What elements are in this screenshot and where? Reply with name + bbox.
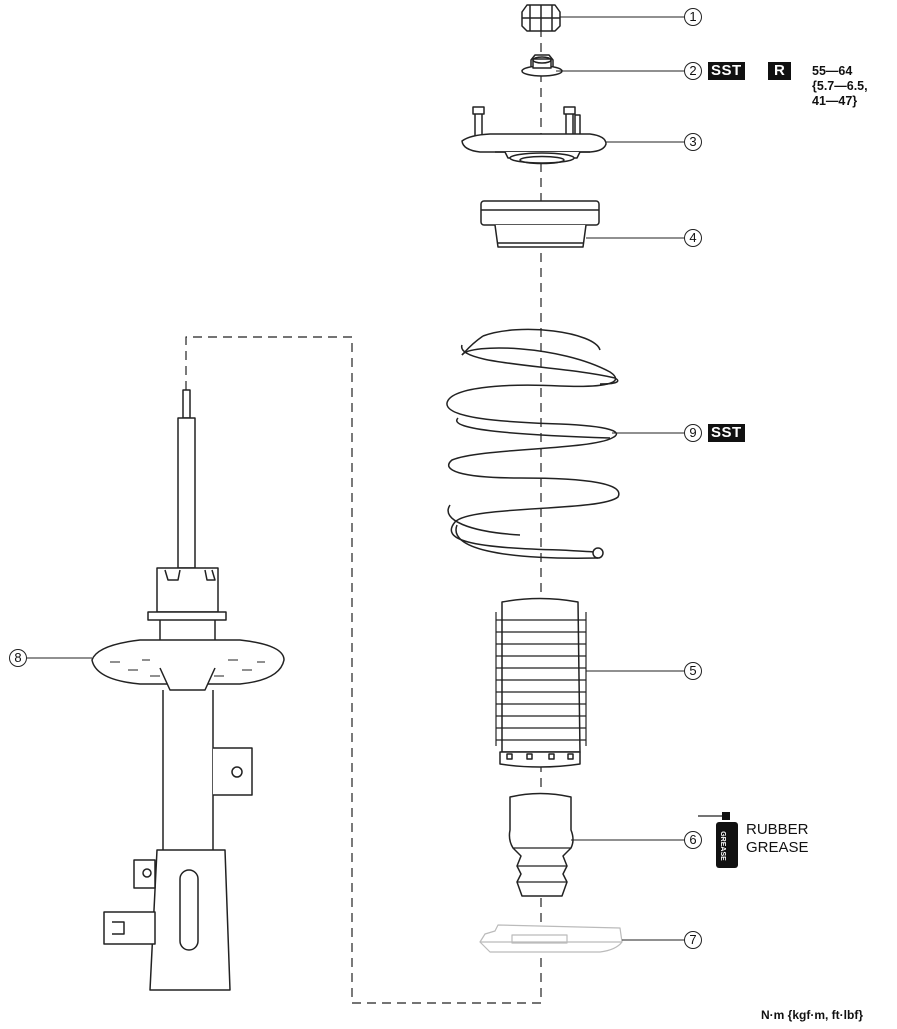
part-3-mount-plate	[461, 106, 607, 165]
part-1-cap-nut	[521, 4, 561, 32]
callout-5: 5	[684, 662, 702, 680]
part-2-flange-nut	[521, 54, 563, 77]
callout-7: 7	[684, 931, 702, 949]
callout-4: 4	[684, 229, 702, 247]
grease-can-icon	[698, 812, 738, 868]
sst-badge-2: SST	[708, 62, 745, 80]
callout-6: 6	[684, 831, 702, 849]
grease-can-label: GREASE	[719, 831, 726, 861]
part-8-shock-absorber	[91, 389, 285, 991]
grease-label-line-1: RUBBER	[746, 821, 809, 838]
part-5-dust-boot	[495, 597, 587, 768]
callout-9: 9	[684, 424, 702, 442]
torque-spec-line-1: 55—64	[812, 64, 853, 78]
torque-spec-line-2: {5.7—6.5,	[812, 79, 868, 93]
grease-label-line-2: GREASE	[746, 839, 809, 856]
r-badge-2: R	[768, 62, 792, 80]
sst-badge-9: SST	[708, 424, 745, 442]
part-6-bump-stop	[508, 792, 574, 897]
callout-3: 3	[684, 133, 702, 151]
callout-8: 8	[9, 649, 27, 667]
part-4-spring-seat	[480, 200, 600, 248]
assembly-path-line	[185, 336, 541, 1004]
torque-spec-line-3: 41—47}	[812, 94, 858, 108]
torque-units-label: N·m {kgf·m, ft·lbf}	[761, 1008, 863, 1022]
part-7-lower-seat	[479, 924, 623, 953]
part-9-coil-spring	[446, 328, 620, 559]
callout-1: 1	[684, 8, 702, 26]
callout-2: 2	[684, 62, 702, 80]
